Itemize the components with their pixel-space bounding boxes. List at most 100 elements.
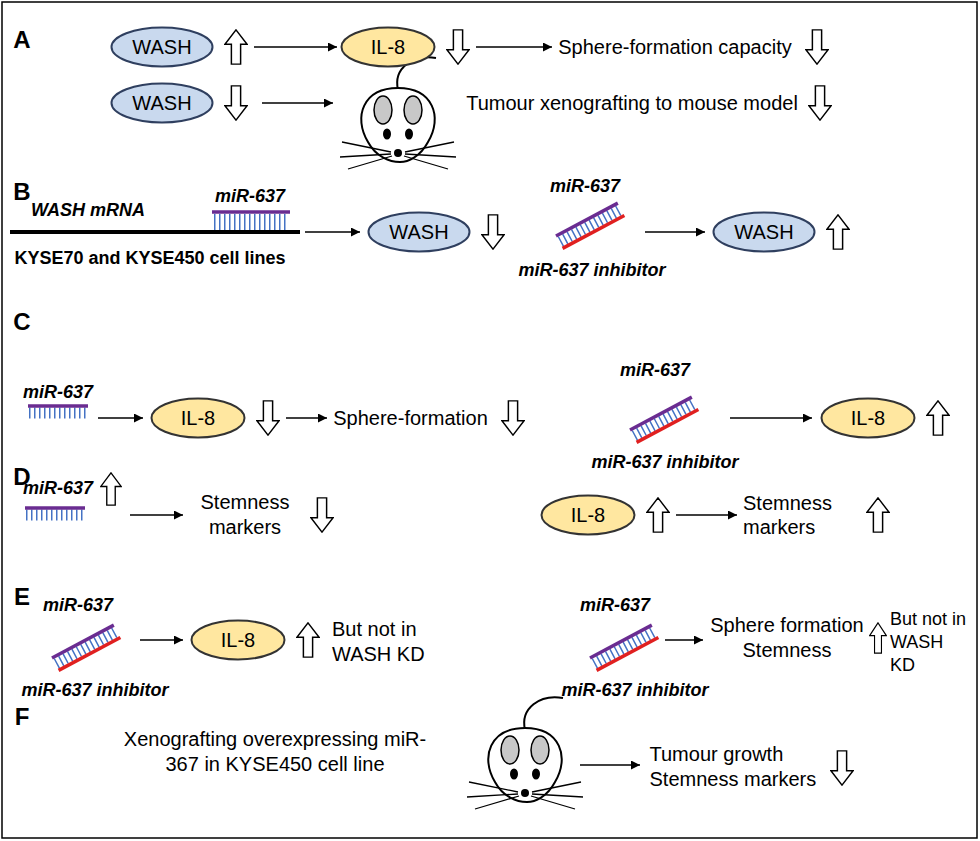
ellipse <box>542 496 635 535</box>
hollow-arrow <box>225 30 247 64</box>
arrow <box>140 639 183 641</box>
node-text: WASH <box>734 220 793 244</box>
hollow-arrow <box>867 498 889 532</box>
arrow <box>730 417 812 419</box>
hollow-arrow <box>806 30 828 64</box>
arrow <box>98 417 143 419</box>
mrna-strand <box>10 230 300 234</box>
ellipse-node: IL-8 <box>540 494 670 536</box>
node-text: Sphere-formation capacity <box>558 35 791 59</box>
base-pairing <box>214 214 289 230</box>
mouse-illustration <box>467 697 583 809</box>
ellipse-node: WASH <box>110 26 248 68</box>
node-text: Sphere-formation <box>333 406 488 430</box>
ellipse-shape: WASH <box>367 211 471 253</box>
ellipse-node: WASH <box>110 82 248 124</box>
text-node: Sphere-formation capacity <box>555 29 829 65</box>
decrease-arrow <box>501 400 525 436</box>
connector-layer <box>254 47 737 515</box>
panel-letter: B <box>13 178 30 206</box>
ellipse-node: IL-8 <box>150 397 280 439</box>
mirna-strand <box>25 508 85 515</box>
decrease-arrow <box>256 400 280 436</box>
panel-letter: A <box>13 26 30 54</box>
text-label: miR-637 <box>23 478 93 499</box>
connector-arrow <box>286 417 327 419</box>
decrease-arrow <box>805 29 829 65</box>
hollow-arrow <box>225 86 247 120</box>
text-label: miR-637 inhibitor <box>21 680 168 701</box>
increase-arrow <box>826 214 850 250</box>
mirna-inhibitor-duplex <box>630 397 698 442</box>
text-label: But not in WASH KD <box>890 608 972 677</box>
ellipse-shape: WASH <box>712 211 816 253</box>
ellipse-shape: IL-8 <box>150 397 246 439</box>
hollow-arrow <box>447 30 469 64</box>
mirna-inhibitor-duplex <box>590 625 658 670</box>
arrow <box>305 231 360 233</box>
text-shape: Sphere-formation capacity <box>555 33 795 61</box>
arrow <box>645 231 705 233</box>
text-label: Tumour growth Stemness markers <box>650 742 825 792</box>
decrease-arrow <box>481 214 505 250</box>
arrow <box>262 102 333 104</box>
text-label: miR-637 inhibitor <box>518 260 665 281</box>
increase-arrow <box>926 400 950 436</box>
ellipse <box>112 84 213 123</box>
connector-arrow <box>476 46 552 48</box>
text-label: miR-637 <box>23 382 93 403</box>
arrow <box>580 764 640 766</box>
increase-arrow <box>101 473 121 505</box>
ellipse-shape: IL-8 <box>190 619 286 661</box>
mirna-strand <box>28 406 88 413</box>
decrease-arrow <box>809 86 831 120</box>
text-label: Sphere formation Stemness <box>707 613 867 663</box>
node-text: Stemness markers <box>743 491 853 539</box>
ellipse <box>342 28 435 67</box>
increase-arrow <box>870 623 887 653</box>
text-label: miR-637 <box>215 186 285 207</box>
ellipse <box>112 28 213 67</box>
mirna-inhibitor-duplex <box>52 625 120 670</box>
node-text: WASH <box>132 91 191 115</box>
ellipse-node: IL-8 <box>190 619 320 661</box>
hollow-arrow <box>927 401 949 435</box>
node-text: WASH <box>389 220 448 244</box>
ellipse-shape: IL-8 <box>340 26 436 68</box>
ellipse-node: IL-8 <box>340 26 470 68</box>
text-label: miR-637 inhibitor <box>561 680 708 701</box>
ellipse-shape: IL-8 <box>820 397 916 439</box>
text-label: Tumour xenografting to mouse model <box>466 91 798 116</box>
ellipse-shape: IL-8 <box>540 494 636 536</box>
text-shape: Stemness markers <box>740 489 856 541</box>
text-label: miR-637 <box>580 595 650 616</box>
increase-arrow <box>296 622 320 658</box>
mouse-illustration <box>340 57 456 169</box>
text-label: miR-637 <box>43 595 113 616</box>
text-label: Stemness markers <box>190 490 300 540</box>
illustration-arrows <box>98 103 812 765</box>
text-label: miR-637 <box>620 360 690 381</box>
ellipse-node: IL-8 <box>820 397 950 439</box>
ellipse <box>369 213 470 252</box>
increase-arrow <box>646 497 670 533</box>
node-text: IL-8 <box>181 406 215 430</box>
connector-arrow <box>254 46 337 48</box>
text-label: Xenografting overexpressing miR-367 in K… <box>110 727 440 777</box>
ellipse-shape: WASH <box>110 82 214 124</box>
text-label: But not in WASH KD <box>332 617 432 667</box>
connector-arrow <box>676 514 737 516</box>
text-node: Stemness markers <box>740 489 890 541</box>
ellipse <box>152 399 245 438</box>
node-text: IL-8 <box>371 35 405 59</box>
decrease-arrow <box>311 498 333 532</box>
hollow-arrow <box>827 215 849 249</box>
panel-letter: C <box>13 308 30 336</box>
arrow <box>130 514 183 516</box>
node-text: WASH <box>132 35 191 59</box>
node-text: IL-8 <box>221 628 255 652</box>
mirna-inhibitor-duplex <box>556 203 624 248</box>
mirna-strand <box>212 210 290 214</box>
ellipse-node: WASH <box>367 211 505 253</box>
